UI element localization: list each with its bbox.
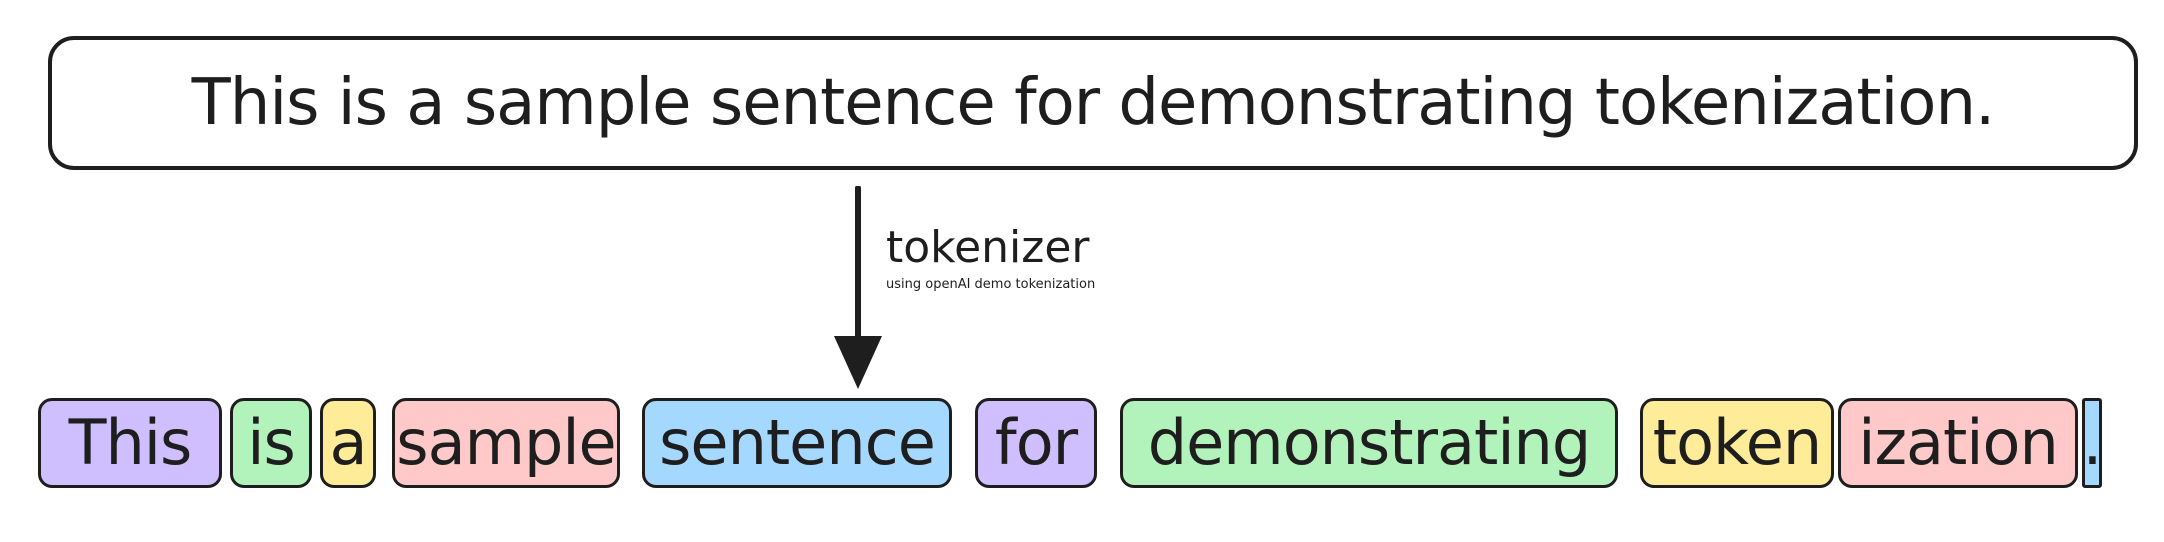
token-text: This [68,406,193,479]
input-sentence-box: This is a sample sentence for demonstrat… [48,36,2138,170]
token-text: token [1652,406,1822,479]
token-ization: ization [1838,398,2078,488]
token-sentence: sentence [642,398,952,488]
token-this: This [38,398,222,488]
input-sentence-text: This is a sample sentence for demonstrat… [191,66,1996,140]
tokenizer-title: tokenizer [886,222,1090,273]
token-text: sample [396,406,616,479]
token-demonstrating: demonstrating [1120,398,1618,488]
token-text: is [247,406,296,479]
token-text: a [329,406,368,479]
token-period: . [2082,398,2102,488]
tokenizer-subtitle: using openAI demo tokenization [886,277,1096,292]
token-for: for [975,398,1097,488]
token-text: demonstrating [1147,406,1591,479]
down-arrow-icon [834,186,882,389]
token-text: for [994,406,1078,479]
token-a: a [320,398,376,488]
token-is: is [230,398,312,488]
token-token: token [1640,398,1834,488]
token-sample: sample [392,398,620,488]
token-text: . [2082,406,2102,479]
token-text: ization [1858,406,2059,479]
tokenizer-label: tokenizer using openAI demo tokenization [886,222,1095,294]
token-text: sentence [659,406,936,479]
